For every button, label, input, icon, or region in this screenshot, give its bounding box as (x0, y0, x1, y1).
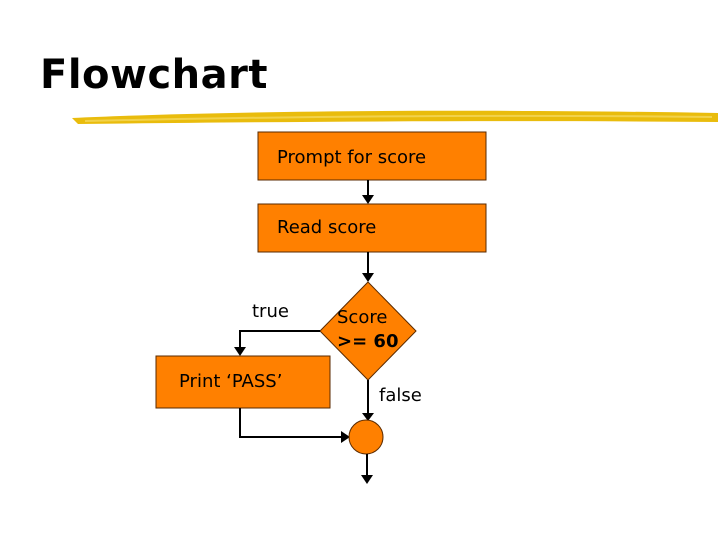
title-underline (72, 110, 718, 124)
merge-connector (348, 419, 384, 455)
edge-true-branch (239, 330, 320, 348)
false-label: false (379, 385, 422, 406)
slide-title: Flowchart (40, 52, 268, 98)
arrowhead-connector-merge (341, 431, 350, 443)
prompt-box (257, 131, 487, 181)
read-box (257, 203, 487, 253)
arrowhead-decision (362, 273, 374, 282)
true-label: true (252, 301, 289, 322)
print-box (155, 355, 331, 409)
prompt-label: Prompt for score (277, 147, 426, 168)
edge-print-merge (239, 408, 342, 438)
read-label: Read score (277, 217, 376, 238)
print-label: Print ‘PASS’ (179, 371, 282, 392)
arrowhead-print (234, 347, 246, 356)
arrowhead-connector-false (362, 413, 374, 421)
decision-label-line2: >= 60 (337, 331, 398, 352)
decision-label-line1: Score (337, 307, 387, 328)
arrowhead-read (362, 195, 374, 204)
arrowhead-exit (361, 475, 373, 484)
